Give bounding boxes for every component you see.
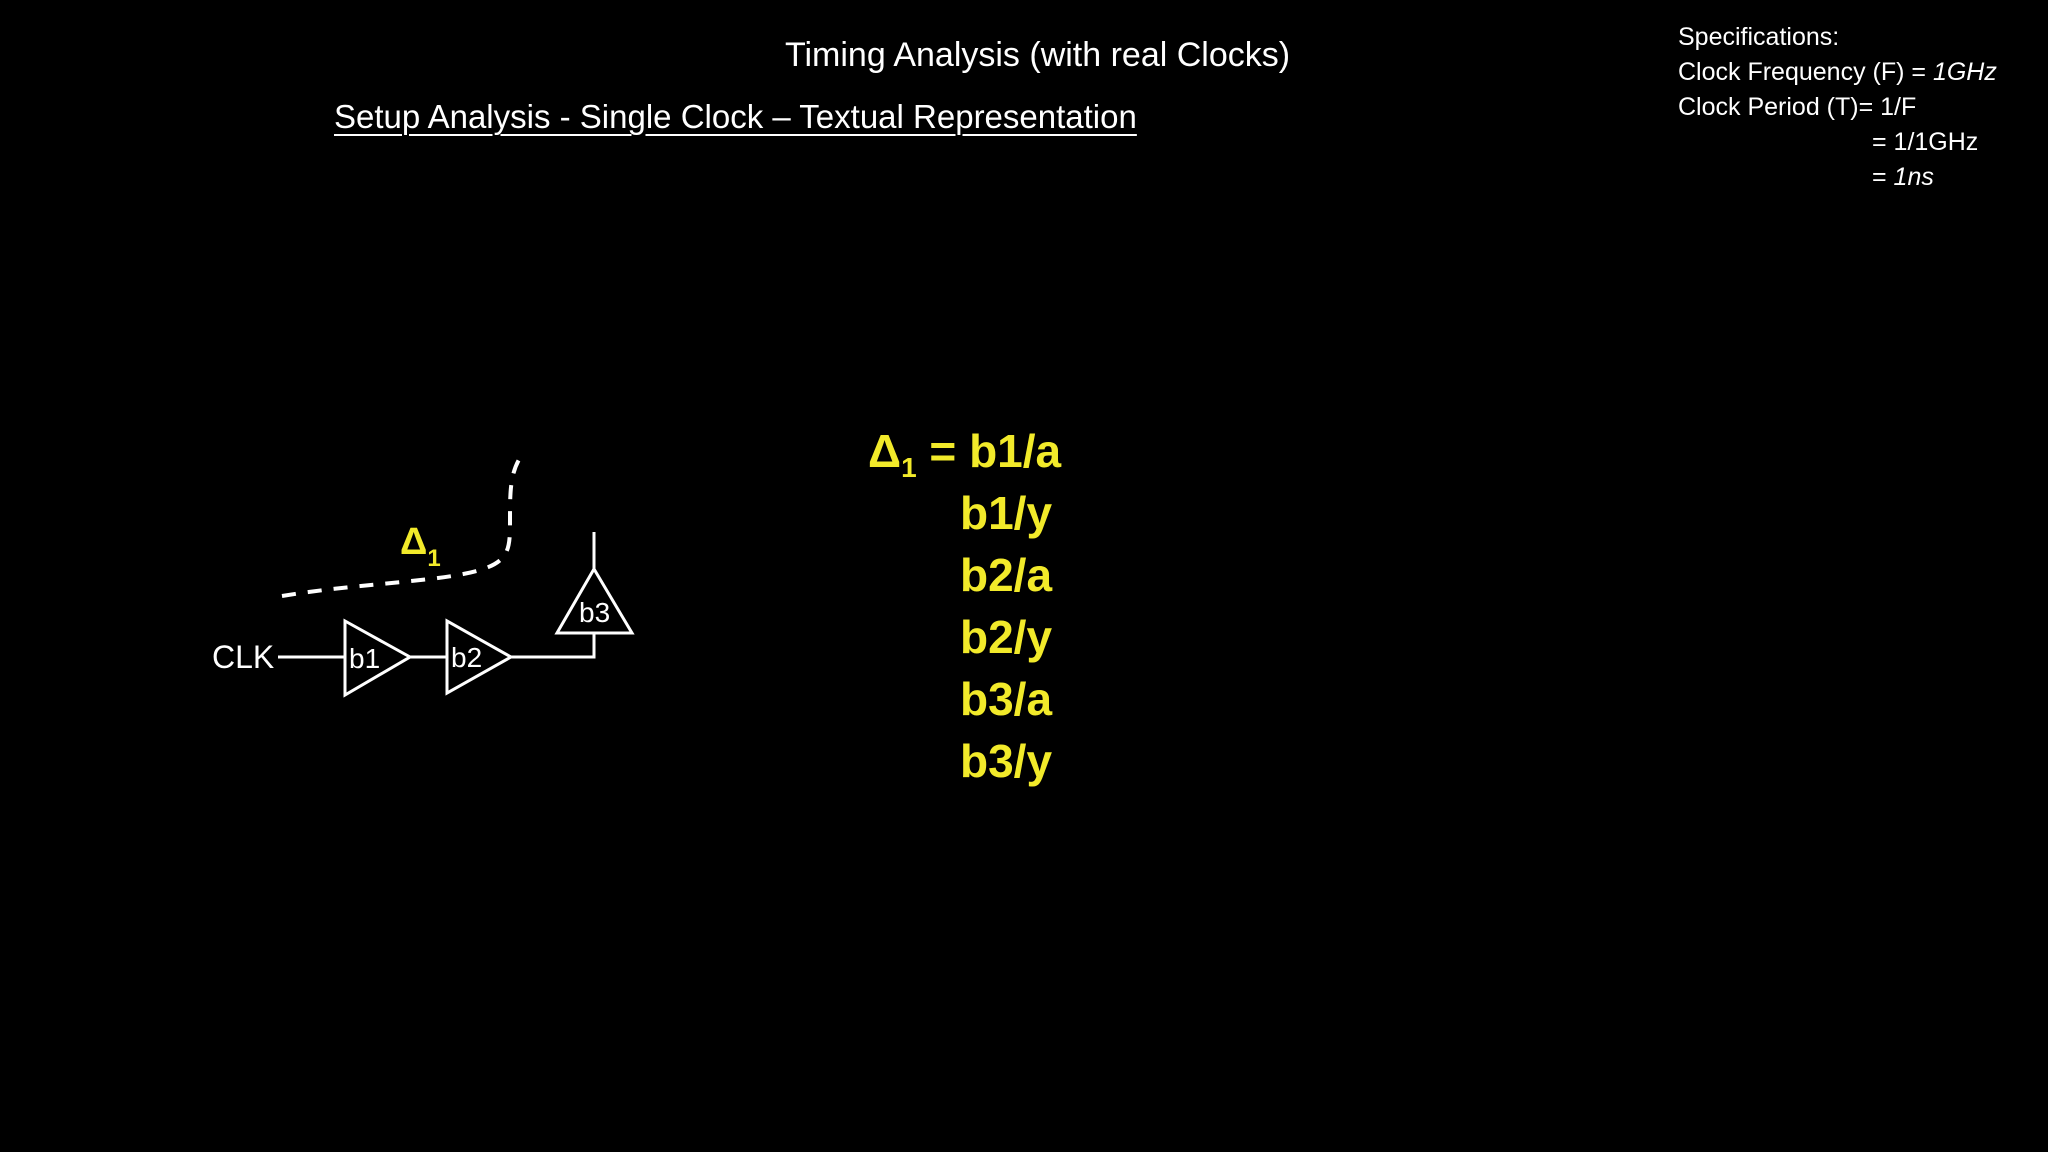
- buffer-b1: [343, 618, 414, 698]
- delta1-subscript: 1: [427, 545, 440, 572]
- delta1-dashed-path: [281, 450, 526, 598]
- delta1-pin-list: Δ1 = b1/a b1/y b2/a b2/y b3/a b3/y: [868, 420, 1061, 792]
- equation-equals: =: [916, 425, 970, 477]
- clk-label: CLK: [212, 639, 274, 675]
- buffer-b3-label: b3: [579, 597, 610, 628]
- equation-row-1: Δ1 = b1/a: [868, 420, 1062, 483]
- buffer-b1-label: b1: [349, 643, 380, 674]
- clock-frequency-value: 1GHz: [1932, 58, 1997, 86]
- clock-period-line: Clock Period (T)= 1/F: [1678, 93, 1917, 121]
- delta1-label: Δ1: [400, 521, 441, 572]
- buffer-b2: [445, 618, 515, 696]
- delta1-symbol: Δ: [400, 521, 427, 563]
- pin-item: b3/y: [960, 735, 1053, 787]
- equation-lhs-subscript: 1: [901, 452, 917, 483]
- pin-item: b1/y: [960, 487, 1053, 539]
- clock-frequency-label: Clock Frequency (F) =: [1678, 58, 1933, 86]
- buffer-b3: [554, 566, 635, 635]
- clock-period-step1: = 1/1GHz: [1872, 128, 1979, 156]
- pin-item: b2/y: [960, 611, 1053, 663]
- pin-item: b1/a: [969, 425, 1062, 477]
- wire-b2-b3: [511, 633, 596, 659]
- specifications-panel: Specifications: Clock Frequency (F) = 1G…: [1678, 20, 1997, 195]
- clock-period-step2: = 1ns: [1678, 160, 1997, 195]
- equation-lhs-symbol: Δ: [868, 425, 902, 477]
- pin-item: b3/a: [960, 673, 1053, 725]
- buffer-b2-label: b2: [451, 642, 482, 673]
- pin-item: b2/a: [960, 549, 1053, 601]
- clock-period-step2-prefix: =: [1872, 163, 1894, 191]
- slide-subtitle: Setup Analysis - Single Clock – Textual …: [334, 98, 1137, 135]
- clock-frequency-line: Clock Frequency (F) = 1GHz: [1678, 55, 1997, 90]
- slide-title: Timing Analysis (with real Clocks): [785, 36, 1291, 74]
- specs-heading: Specifications:: [1678, 23, 1840, 51]
- clock-period-value: 1ns: [1893, 163, 1934, 191]
